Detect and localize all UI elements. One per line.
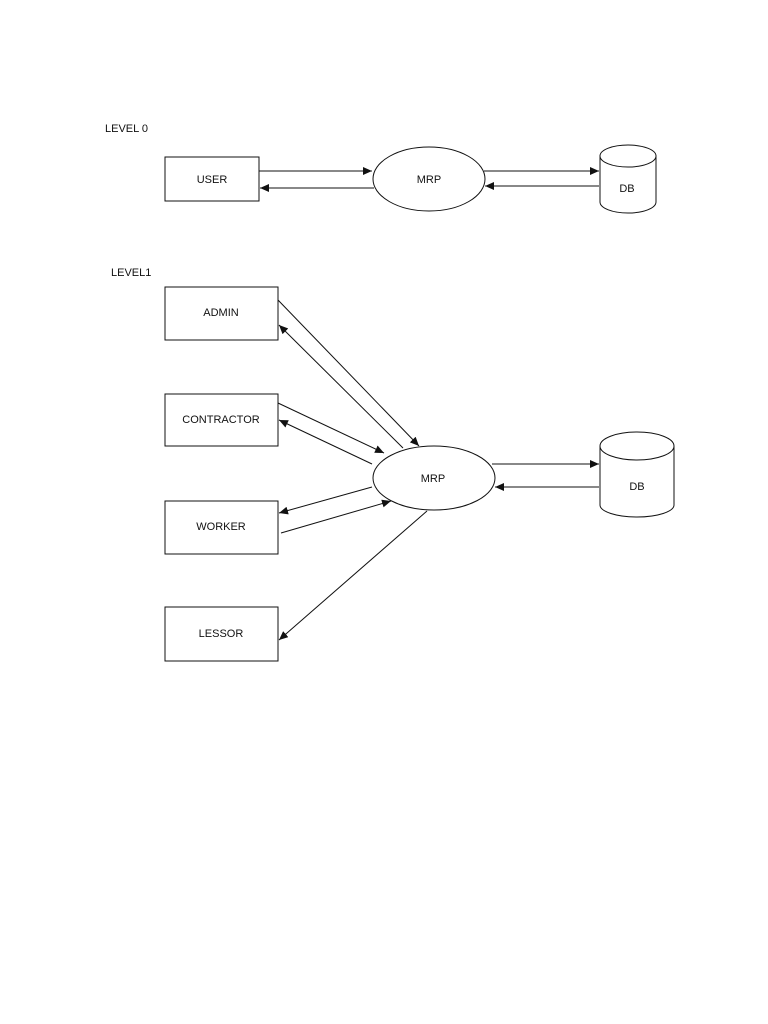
flow-admin-to-mrp [277, 299, 420, 447]
level-1-db-label: DB [629, 481, 644, 493]
admin-entity: ADMIN [164, 286, 279, 341]
lessor-entity-label: LESSOR [199, 628, 244, 640]
contractor-entity-label: CONTRACTOR [182, 414, 259, 426]
level-1-db-cylinder-body [599, 446, 675, 518]
level-0-process-label: MRP [417, 174, 441, 186]
user-entity: USER [164, 156, 260, 202]
level-0-db-cylinder-body [599, 156, 657, 214]
user-entity-box [164, 156, 260, 202]
lessor-entity-box [164, 606, 279, 662]
level-0-db-cylinder-top [599, 144, 657, 168]
contractor-entity-box [164, 393, 279, 447]
flow-contractor-to-mrp [277, 402, 385, 454]
worker-entity-label: WORKER [196, 521, 246, 533]
level-0-process-ellipse [372, 146, 486, 212]
level-1-db-cylinder-top [599, 431, 675, 461]
level-1-heading: LEVEL1 [111, 267, 151, 279]
level-0-process: MRP [372, 146, 486, 212]
contractor-entity: CONTRACTOR [164, 393, 279, 447]
user-entity-label: USER [197, 174, 228, 186]
lessor-entity: LESSOR [164, 606, 279, 662]
level-0-heading: LEVEL 0 [105, 123, 148, 135]
level-1-datastore: DB [599, 431, 675, 518]
flow-worker-to-mrp [280, 499, 392, 534]
flow-mrp-to-lessor [278, 510, 428, 641]
admin-entity-label: ADMIN [203, 307, 239, 319]
level-1-process-ellipse [372, 445, 496, 511]
level-1-process: MRP [372, 445, 496, 511]
flow-mrp-to-contractor [278, 419, 373, 465]
worker-entity-box [164, 500, 279, 555]
level-0-db-label: DB [619, 183, 634, 195]
level-0-group: LEVEL 0 USER MRP DB [105, 123, 657, 214]
level-0-datastore: DB [599, 144, 657, 214]
level-1-process-label: MRP [421, 473, 445, 485]
flow-mrp-to-admin [278, 324, 404, 449]
level-1-group: LEVEL1 ADMIN CONTRACTOR WORKER LESSOR MR… [111, 267, 675, 662]
flow-mrp-to-worker [278, 486, 373, 515]
admin-entity-box [164, 286, 279, 341]
worker-entity: WORKER [164, 500, 279, 555]
